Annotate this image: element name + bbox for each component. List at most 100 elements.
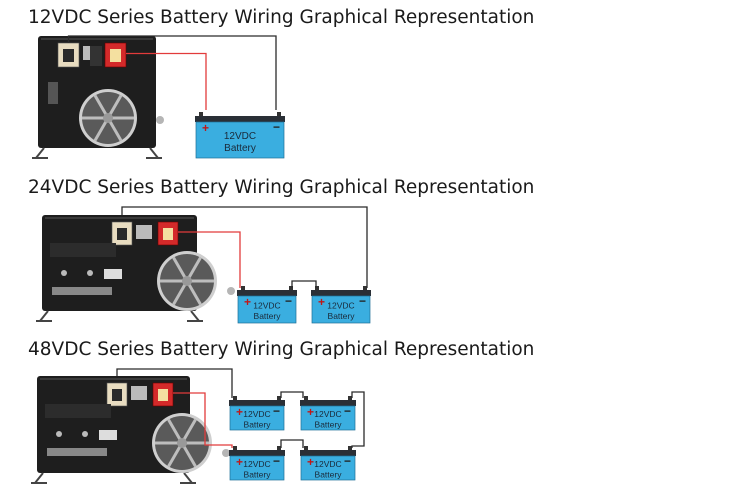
series-link: [280, 391, 304, 398]
negative-sign: −: [285, 294, 292, 308]
positive-sign: +: [202, 121, 209, 135]
negative-sign: −: [344, 454, 351, 468]
battery-name-label: Battery: [315, 420, 343, 430]
battery-pos-post: [348, 446, 352, 450]
knob-icon: [56, 431, 62, 437]
negative-sign: −: [273, 404, 280, 418]
terminal-label-plate: [136, 225, 152, 239]
fan-hub: [177, 438, 187, 448]
series-link: [291, 280, 317, 288]
side-port: [48, 82, 58, 104]
battery-body: [229, 405, 285, 431]
battery-top: [237, 290, 297, 296]
positive-sign: +: [236, 405, 243, 419]
battery-top: [229, 400, 285, 406]
positive-wire: [173, 392, 233, 448]
knob-icon: [82, 431, 88, 437]
terminal-label-plate: [131, 386, 147, 400]
positive-terminal-bolt: [110, 49, 121, 62]
negative-wire: [116, 368, 233, 398]
battery-body: [300, 405, 356, 431]
section-title-48vdc: 48VDC Series Battery Wiring Graphical Re…: [28, 339, 535, 360]
port-strip: [52, 287, 112, 295]
battery-top: [300, 450, 356, 456]
fan-hub: [182, 276, 192, 286]
negative-terminal-bolt: [112, 389, 122, 401]
battery-body: [311, 295, 371, 324]
battery-name-label: Battery: [244, 470, 272, 480]
inverter-trim: [40, 378, 187, 380]
negative-wire: [67, 35, 277, 110]
battery-voltage-label: 12VDC: [224, 131, 256, 142]
positive-terminal-bolt: [163, 228, 173, 240]
battery-neg-post: [304, 446, 308, 450]
battery-pos-post: [289, 286, 293, 290]
positive-terminal-bolt: [158, 389, 168, 401]
battery-voltage-label: 12VDC: [327, 301, 354, 311]
inverter-label-panel: [45, 404, 111, 418]
battery-neg-post: [233, 446, 237, 450]
inverter-foot-right: [149, 147, 159, 159]
battery-neg-post: [199, 112, 203, 116]
battery-pos-post: [277, 446, 281, 450]
battery-neg-post: [315, 286, 319, 290]
inverter-foot-right: [190, 310, 200, 322]
series-link: [351, 391, 365, 448]
section-title-12vdc: 12VDC Series Battery Wiring Graphical Re…: [28, 7, 535, 28]
positive-sign: +: [307, 455, 314, 469]
negative-wire: [121, 206, 368, 288]
battery-voltage-label: 12VDC: [253, 301, 280, 311]
inverter-foot-left: [34, 472, 44, 484]
positive-wire: [178, 231, 241, 288]
battery-pos-post: [277, 396, 281, 400]
positive-sign: +: [236, 455, 243, 469]
positive-sign: +: [244, 295, 251, 309]
fan-hub: [103, 113, 113, 123]
knob-icon: [61, 270, 67, 276]
inverter-foot-left: [39, 310, 49, 322]
battery-name-label: Battery: [315, 470, 343, 480]
knob-icon: [87, 270, 93, 276]
negative-sign: −: [344, 404, 351, 418]
negative-sign: −: [273, 120, 280, 134]
battery-voltage-label: 12VDC: [314, 409, 341, 419]
battery-name-label: Battery: [254, 311, 282, 321]
battery-body: [229, 455, 285, 481]
battery-pos-post: [348, 396, 352, 400]
battery-voltage-label: 12VDC: [314, 459, 341, 469]
negative-sign: −: [273, 454, 280, 468]
negative-terminal-bolt: [117, 228, 127, 240]
battery-neg-post: [233, 396, 237, 400]
warning-label: [99, 430, 117, 440]
inverter-foot-right: [183, 472, 193, 484]
inverter-foot-left: [35, 147, 45, 159]
battery-pos-post: [363, 286, 367, 290]
battery-body: [195, 121, 285, 159]
warning-label: [104, 269, 122, 279]
battery-pos-post: [277, 112, 281, 116]
battery-top: [311, 290, 371, 296]
battery-name-label: Battery: [244, 420, 272, 430]
battery-neg-post: [241, 286, 245, 290]
battery-name-label: Battery: [328, 311, 356, 321]
negative-terminal-bolt: [63, 49, 74, 62]
battery-body: [237, 295, 297, 324]
positive-sign: +: [307, 405, 314, 419]
inverter-trim: [45, 217, 194, 219]
inverter-label-panel: [50, 243, 116, 257]
battery-neg-post: [304, 396, 308, 400]
ground-terminal-icon: [222, 449, 230, 457]
series-link: [280, 439, 304, 448]
battery-body: [300, 455, 356, 481]
positive-sign: +: [318, 295, 325, 309]
positive-wire: [126, 52, 207, 110]
